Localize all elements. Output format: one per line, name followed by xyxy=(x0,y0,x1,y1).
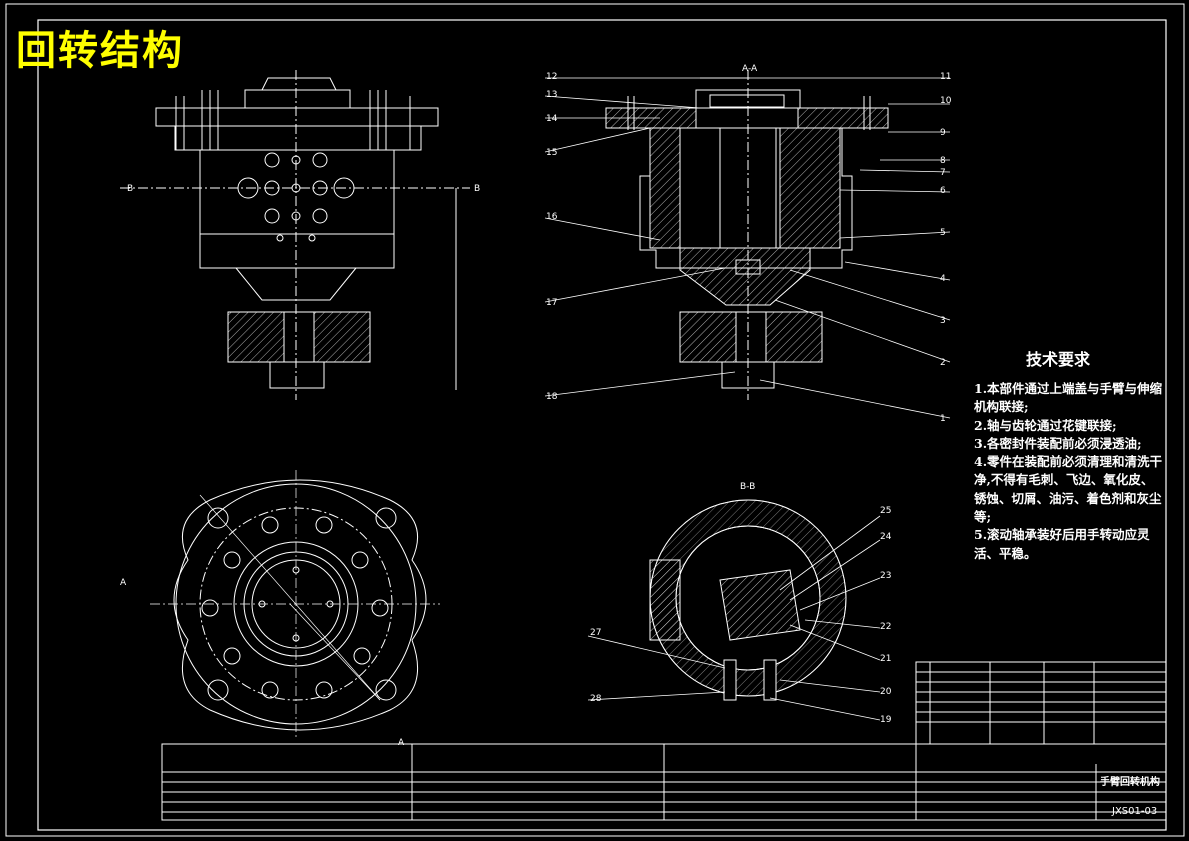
part-number: 18 xyxy=(546,392,558,402)
part-number: 22 xyxy=(880,622,892,632)
part-number: 3 xyxy=(940,316,946,326)
requirements-heading: 技术要求 xyxy=(1026,350,1091,369)
part-number: 9 xyxy=(940,128,946,138)
part-number: 4 xyxy=(940,274,946,284)
part-number: 13 xyxy=(546,90,558,100)
part-number: 17 xyxy=(546,298,558,308)
outer-border xyxy=(5,3,1185,837)
title-block-code: JXS01-03 xyxy=(1112,806,1158,817)
section-bb-label: B-B xyxy=(740,482,756,492)
part-number: 7 xyxy=(940,168,946,178)
parts-table-upper xyxy=(915,661,1167,745)
part-number: 14 xyxy=(546,114,558,124)
part-number: 6 xyxy=(940,186,946,196)
part-number: 5 xyxy=(940,228,946,238)
section-bb xyxy=(649,499,847,701)
section-bb-leaders xyxy=(587,515,881,721)
part-number: 24 xyxy=(880,532,892,542)
top-view xyxy=(173,479,427,731)
requirement-item: 1.本部件通过上端盖与手臂与伸缩机构联接; xyxy=(974,381,1163,415)
requirement-item: 2.轴与齿轮通过花键联接; xyxy=(974,417,1117,433)
part-number: 19 xyxy=(880,715,892,725)
section-aa xyxy=(605,70,889,400)
part-number: 23 xyxy=(880,571,892,581)
part-number: 11 xyxy=(940,72,952,82)
section-aa-label: A-A xyxy=(742,64,758,74)
parts-table xyxy=(161,743,1167,821)
part-number: 16 xyxy=(546,212,558,222)
part-number: 1 xyxy=(940,414,946,424)
section-a-marker-bottom: A xyxy=(398,738,405,748)
section-b-marker-left: B xyxy=(127,184,134,194)
part-number: 25 xyxy=(880,506,892,516)
part-number: 21 xyxy=(880,654,892,664)
section-b-marker-right: B xyxy=(474,184,481,194)
requirement-item: 5.滚动轴承装好后用手转动应灵活、平稳。 xyxy=(974,527,1150,561)
part-number: 28 xyxy=(590,694,602,704)
part-number: 15 xyxy=(546,148,558,158)
front-view-holes xyxy=(237,152,355,242)
part-number: 12 xyxy=(546,72,558,82)
section-a-marker-left: A xyxy=(120,578,127,588)
part-number: 20 xyxy=(880,687,892,697)
section-aa-leaders xyxy=(544,77,951,419)
top-view-centerlines xyxy=(150,470,440,740)
requirement-item: 4.零件在装配前必须清理和清洗干净,不得有毛刺、飞边、氧化皮、锈蚀、切屑、油污、… xyxy=(974,454,1163,525)
requirement-item: 3.各密封件装配前必须浸透油; xyxy=(974,435,1142,451)
part-number: 8 xyxy=(940,156,946,166)
requirements-list: 1.本部件通过上端盖与手臂与伸缩机构联接; 2.轴与齿轮通过花键联接; 3.各密… xyxy=(974,380,1164,563)
title-block-name: 手臂回转机构 xyxy=(1100,777,1160,788)
front-view xyxy=(120,70,470,400)
part-number: 10 xyxy=(940,96,952,106)
part-number: 2 xyxy=(940,358,946,368)
part-number: 27 xyxy=(590,628,602,638)
drawing-title: 回转结构 xyxy=(16,28,184,74)
inner-border xyxy=(37,19,1167,831)
